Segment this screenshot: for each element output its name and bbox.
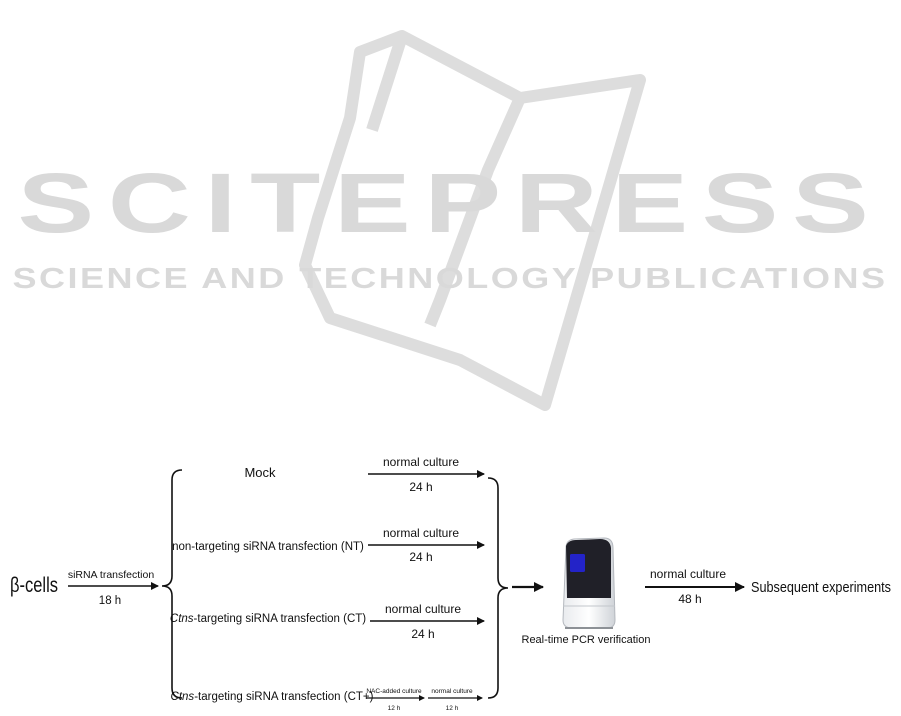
group-ctplus-gene: Ctns	[171, 691, 195, 703]
right-brace	[487, 477, 509, 699]
pcr-label: Real-time PCR verification	[522, 634, 651, 646]
watermark-book-icon	[299, 30, 646, 411]
watermark: SCITEPRESS SCIENCE AND TECHNOLOGY PUBLIC…	[13, 30, 888, 411]
group-ctplus-step1-label: NAC-added culture	[366, 688, 422, 695]
group-ct-label: Ctns-targeting siRNA transfection (CT)	[170, 613, 366, 625]
group-ct-culture: normal culture	[385, 602, 461, 616]
source-label: β-cells	[10, 574, 58, 597]
group-mock-time: 24 h	[409, 480, 432, 494]
group-ct-rest: -targeting siRNA transfection (CT)	[194, 613, 367, 625]
group-mock-label: Mock	[244, 465, 276, 480]
final-culture-time: 48 h	[678, 592, 701, 606]
transfection-label: siRNA transfection	[68, 569, 155, 581]
group-nt-time: 24 h	[409, 550, 432, 564]
pcr-screen	[570, 554, 585, 572]
group-ctplus-rest: -targeting siRNA transfection (CT+)	[194, 691, 373, 703]
group-ctplus-label: Ctns-targeting siRNA transfection (CT+)	[171, 691, 374, 703]
left-brace	[161, 469, 183, 699]
pcr-machine-icon	[562, 537, 616, 629]
group-nt-culture: normal culture	[383, 526, 459, 540]
final-culture-label: normal culture	[650, 567, 726, 581]
group-ct-gene: Ctns	[170, 613, 194, 625]
watermark-main: SCITEPRESS	[18, 156, 883, 250]
group-ctplus-step2-label: normal culture	[431, 688, 473, 695]
group-mock-culture: normal culture	[383, 455, 459, 469]
result-label: Subsequent experiments	[751, 579, 891, 596]
group-ctplus-step1-time: 12 h	[388, 705, 401, 712]
watermark-sub: SCIENCE AND TECHNOLOGY PUBLICATIONS	[13, 263, 888, 295]
group-ct-time: 24 h	[411, 627, 434, 641]
group-nt-label: non-targeting siRNA transfection (NT)	[172, 541, 364, 553]
transfection-time: 18 h	[99, 595, 121, 607]
group-ctplus-step2-time: 12 h	[446, 705, 459, 712]
